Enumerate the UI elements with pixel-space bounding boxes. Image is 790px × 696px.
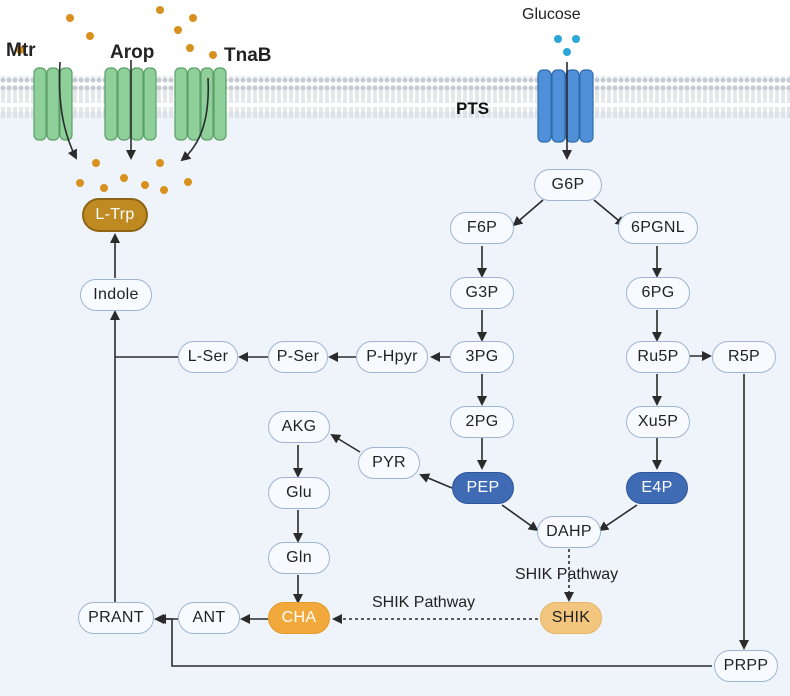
pts-label: PTS [456,99,490,118]
node-prant: PRANT [78,602,154,634]
node-ant: ANT [178,602,240,634]
tnab-import-arrow [180,77,210,162]
node-6pgnl: 6PGNL [618,212,698,244]
node-ltrp: L-Trp [82,198,148,232]
node-e4p: E4P [626,472,688,504]
node-pep: PEP [452,472,514,504]
node-ru5p: Ru5P [626,341,690,373]
glucose-molecules [554,35,580,56]
node-indole: Indole [80,279,152,311]
arop-label: Arop [110,42,155,63]
arrow-e4p-dahp [598,504,638,532]
node-phpyr: P-Hpyr [356,341,428,373]
trp-molecules-outside [16,6,217,59]
node-2pg: 2PG [450,406,514,438]
arrow-g6p-f6p [512,199,544,227]
node-shik: SHIK [540,602,602,634]
node-r5p: R5P [712,341,776,373]
node-f6p: F6P [450,212,514,244]
pts-transporter [537,69,594,143]
shik-pathway-vertical-label: SHIK Pathway [515,566,619,583]
node-akg: AKG [268,411,330,443]
node-6pg: 6PG [626,277,690,309]
arrow-pep-dahp [501,504,539,532]
node-gln: Gln [268,542,330,574]
shik-pathway-horizontal-label: SHIK Pathway [372,594,476,611]
node-cha: CHA [268,602,330,634]
arrow-pep-pyr [419,473,453,489]
trp-molecules-inside [76,159,192,194]
node-prpp: PRPP [714,650,778,682]
node-glu: Glu [268,477,330,509]
glucose-label: Glucose [522,6,581,23]
tnab-transporter [174,67,227,141]
arrow-prpp-prant [156,614,712,667]
node-lser: L-Ser [178,341,238,373]
node-pyr: PYR [358,447,420,479]
node-g6p: G6P [534,169,602,201]
mtr-import-arrow [58,61,77,160]
tnab-label: TnaB [224,45,272,66]
node-3pg: 3PG [450,341,514,373]
node-pser: P-Ser [268,341,328,373]
arrow-pyr-akg [330,433,361,453]
mtr-label: Mtr [6,40,36,61]
mtr-transporter [33,67,73,141]
node-dahp: DAHP [537,516,601,548]
node-xu5p: Xu5P [626,406,690,438]
node-g3p: G3P [450,277,514,309]
